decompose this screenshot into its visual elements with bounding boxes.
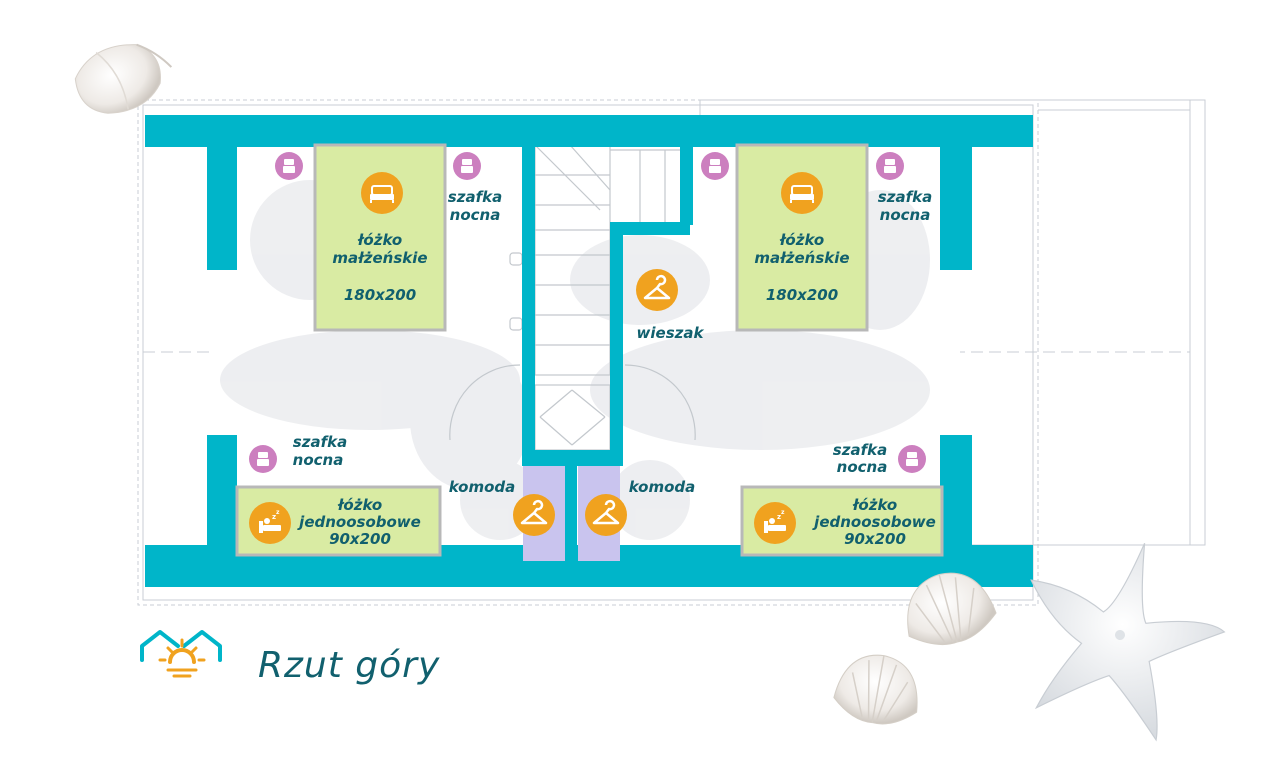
nightstand-label: nocna: [837, 458, 888, 476]
seashell-icon: [74, 43, 173, 114]
hanger-icon: [636, 269, 678, 311]
double-bed-label: łóżko: [779, 231, 824, 249]
nightstand-label: szafka: [293, 433, 347, 451]
nightstand-icon: [275, 152, 303, 180]
single-bed-label: jednoosobowe: [812, 513, 936, 531]
double-bed-label: małżeńskie: [754, 249, 849, 267]
svg-text:z: z: [777, 513, 781, 521]
hanger-label: wieszak: [637, 324, 705, 342]
nightstand-label: szafka: [878, 188, 932, 206]
svg-text:z: z: [276, 509, 280, 516]
seashell-icon: [833, 654, 918, 725]
nightstand-icon: [249, 445, 277, 473]
nightstand-label: nocna: [880, 206, 931, 224]
dresser-label: komoda: [449, 478, 516, 496]
single-bed-label: łóżko: [337, 496, 382, 514]
nightstand-label: nocna: [450, 206, 501, 224]
double-bed-icon: [361, 172, 403, 214]
single-bed-label: jednoosobowe: [297, 513, 421, 531]
dresser-label: komoda: [629, 478, 696, 496]
single-bed-size: 90x200: [844, 530, 906, 548]
starfish-icon: [1030, 542, 1226, 742]
nightstand-icon: [701, 152, 729, 180]
single-bed-label: łóżko: [852, 496, 897, 514]
seashell-icon: [907, 572, 997, 646]
single-bed-size: 90x200: [329, 530, 391, 548]
nightstand-icon: [898, 445, 926, 473]
nightstand-icon: [453, 152, 481, 180]
nightstand-label: szafka: [833, 441, 887, 459]
sleeping-bed-icon: z z: [754, 502, 796, 544]
nightstand-label: nocna: [293, 451, 344, 469]
double-bed-size: 180x200: [344, 286, 416, 304]
double-bed-icon: [781, 172, 823, 214]
double-bed-size: 180x200: [766, 286, 838, 304]
nightstand-label: szafka: [448, 188, 502, 206]
sleeping-bed-icon: z z: [249, 502, 291, 544]
nightstand-icon: [876, 152, 904, 180]
hanger-icon: [585, 494, 627, 536]
hanger-icon: [513, 494, 555, 536]
page-caption: Rzut góry: [258, 645, 440, 686]
labels: łóżko małżeńskie 180x200 łóżko małżeński…: [293, 188, 936, 548]
house-sun-logo: [140, 630, 222, 678]
svg-text:z: z: [781, 509, 785, 516]
svg-text:z: z: [272, 513, 276, 521]
double-bed-label: łóżko: [357, 231, 402, 249]
double-bed-label: małżeńskie: [332, 249, 427, 267]
